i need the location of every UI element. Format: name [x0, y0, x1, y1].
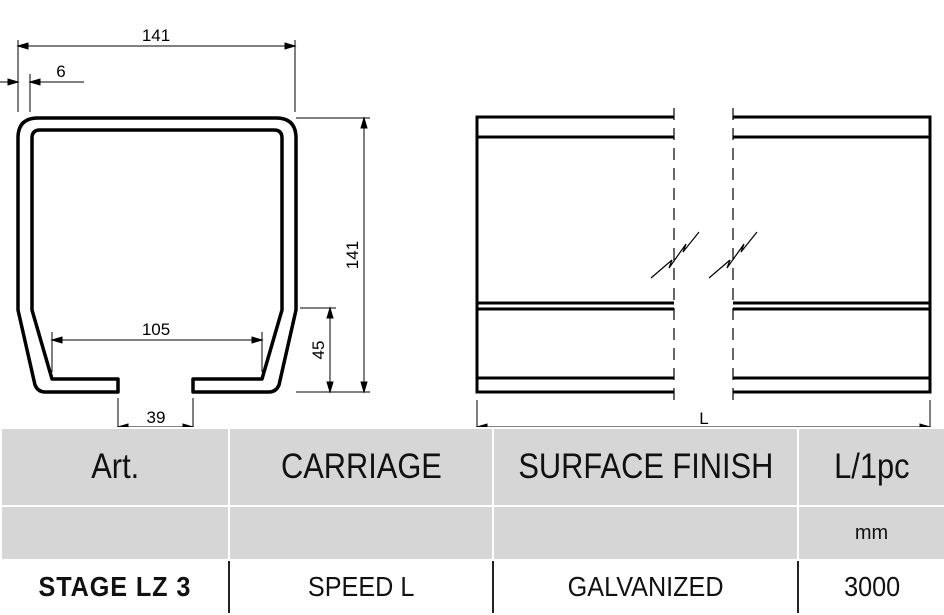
length-dimension [475, 400, 932, 427]
unit-art [0, 505, 230, 561]
dim-lower-height: 45 [309, 341, 328, 360]
header-carriage: CARRIAGE [228, 427, 494, 507]
unit-carriage [228, 505, 494, 561]
profile-side-view [475, 108, 932, 400]
dim-wall: 6 [56, 62, 65, 81]
unit-surface-finish [492, 505, 799, 561]
dim-slot: 39 [147, 408, 166, 427]
dim-width-top: 141 [142, 26, 170, 45]
profile-cross-section [16, 116, 298, 394]
table-row: STAGE LZ 3 SPEED L GALVANIZED 3000 [1, 559, 944, 615]
technical-drawing: 141 6 141 105 45 39 L [0, 26, 932, 427]
cell-surface-finish: GALVANIZED [492, 559, 799, 615]
table-unit-row: mm [0, 505, 944, 561]
cell-art: STAGE LZ 3 [1, 559, 230, 615]
dim-height: 141 [343, 241, 362, 269]
cell-carriage: SPEED L [228, 559, 494, 615]
dim-inner-width: 105 [142, 320, 170, 339]
cell-length: 3000 [797, 559, 944, 615]
table-header-row: Art. CARRIAGE SURFACE FINISH L/1pc [0, 427, 944, 507]
header-art: Art. [0, 427, 230, 507]
header-surface-finish: SURFACE FINISH [492, 427, 799, 507]
dim-length: L [699, 409, 708, 427]
unit-length: mm [797, 505, 944, 561]
spec-table: Art. CARRIAGE SURFACE FINISH L/1pc mm ST… [0, 427, 944, 615]
profile-dimensions [0, 40, 370, 427]
header-length: L/1pc [797, 427, 944, 507]
